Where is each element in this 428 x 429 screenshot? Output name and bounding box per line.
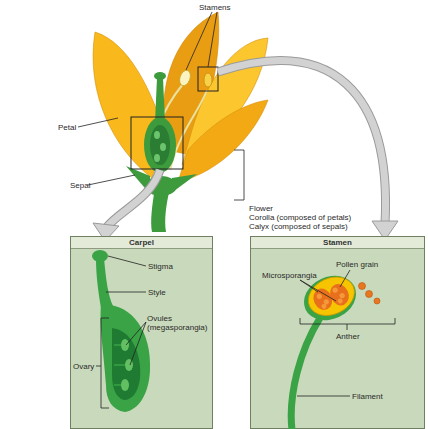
petal: [93, 32, 165, 178]
leader-line: [347, 324, 348, 330]
anther: [310, 285, 336, 313]
ovule: [125, 359, 133, 371]
ovule: [154, 131, 160, 139]
zoom-arrow: [93, 61, 398, 241]
anther: [337, 298, 343, 304]
leader-line: [300, 318, 395, 324]
ovule-stalk: [114, 345, 125, 385]
part-label: Calyx (composed of sepals): [249, 222, 348, 231]
part-label: Style: [148, 288, 166, 297]
part-label: Petal: [58, 123, 76, 132]
carpel-illustration: [92, 250, 150, 412]
flower-illustration: [93, 12, 268, 232]
leader-line: [297, 396, 350, 397]
stamen-illustration: [291, 268, 380, 429]
stigma: [154, 72, 166, 80]
anther: [316, 293, 323, 300]
anther: [339, 292, 346, 299]
part-label: Ovules (megasporangia): [147, 314, 209, 332]
leader-line: [300, 280, 318, 292]
pollen-grain: [359, 283, 381, 305]
ovule: [160, 143, 166, 151]
pollen-grain: [374, 298, 380, 304]
ovule: [121, 379, 129, 391]
leader-line: [208, 12, 217, 67]
part-label: Corolla (composed of petals): [249, 213, 351, 222]
part-label: Flower: [249, 204, 273, 213]
anther: [321, 303, 327, 309]
stigma: [92, 250, 108, 262]
ovary-chamber: [112, 328, 140, 400]
leader-line: [108, 256, 146, 266]
ovule: [121, 339, 129, 351]
filament: [152, 84, 183, 170]
ovule: [154, 154, 160, 162]
zoom-arrow: [106, 170, 160, 228]
ovary-chamber: [150, 125, 170, 165]
part-label: Filament: [352, 392, 383, 401]
sepal: [170, 174, 197, 194]
ovary: [144, 117, 176, 173]
pollen-grain: [359, 283, 366, 290]
panel-title: Stamen: [251, 237, 424, 249]
leader-line: [96, 256, 395, 408]
leader-line: [106, 292, 146, 293]
anther: [204, 73, 212, 87]
leader-line: [130, 322, 146, 365]
leader-line: [186, 12, 212, 70]
stem: [151, 188, 170, 232]
style: [96, 258, 113, 308]
receptacle: [145, 176, 177, 196]
anther: [332, 287, 339, 294]
leader-line: [126, 322, 146, 345]
part-label: Stamens: [199, 3, 231, 12]
sepal: [126, 166, 150, 194]
petal: [178, 100, 268, 182]
leader-line: [96, 366, 101, 367]
anther: [327, 281, 353, 309]
anther: [323, 298, 330, 305]
leader-line: [101, 318, 109, 408]
part-label: Stigma: [148, 262, 173, 271]
pollen-grain: [366, 291, 373, 298]
part-label: Microsporangia: [262, 271, 317, 280]
part-label: Pollen grain: [336, 260, 378, 269]
filament: [291, 318, 320, 429]
panel-box: Carpel: [70, 236, 213, 429]
panel-title: Carpel: [71, 237, 212, 249]
zoom-arrow: [218, 61, 386, 224]
anther: [178, 69, 193, 87]
petal: [182, 38, 268, 165]
leader-line: [234, 150, 244, 200]
leader-line: [78, 12, 244, 200]
leader-line: [78, 118, 118, 127]
zoom-arrow: [106, 170, 160, 228]
filament: [170, 90, 207, 170]
ovary: [101, 305, 151, 412]
style: [155, 78, 165, 122]
part-label: Ovary: [73, 362, 94, 371]
part-label: Sepal: [70, 181, 90, 190]
detail-box: [131, 117, 183, 169]
part-label: Anther: [336, 332, 360, 341]
leader-line: [300, 280, 336, 301]
leader-line: [88, 175, 135, 185]
zoom-arrow: [218, 61, 386, 224]
detail-box: [198, 67, 218, 91]
petal: [164, 12, 219, 155]
leader-line: [340, 270, 350, 287]
